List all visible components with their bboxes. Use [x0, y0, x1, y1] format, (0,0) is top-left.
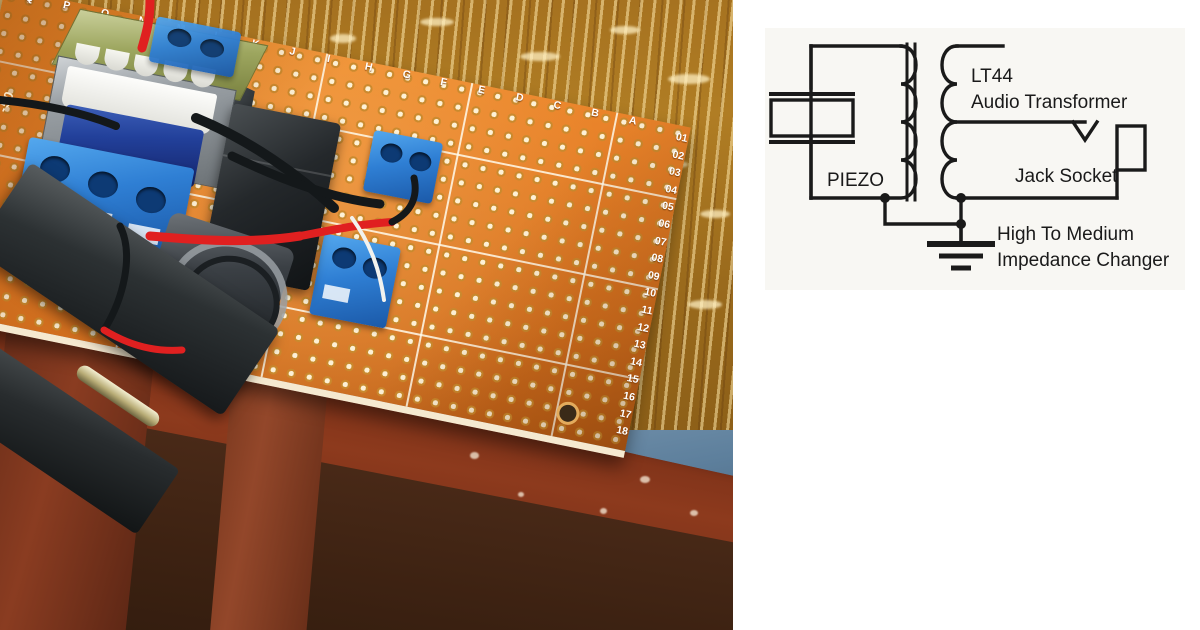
- black-wire-mid: [191, 113, 339, 213]
- wood-grain-fleck: [688, 300, 722, 309]
- wood-grain-fleck: [330, 34, 356, 43]
- wood-grain-fleck: [668, 74, 710, 84]
- junction-dot-secondary: [956, 193, 966, 203]
- plank-fleck: [690, 510, 698, 516]
- label-transformer-type: Audio Transformer: [971, 92, 1128, 113]
- label-purpose-line2: Impedance Changer: [997, 250, 1170, 271]
- label-jack-socket: Jack Socket: [1015, 166, 1118, 187]
- junction-dot-ground: [956, 219, 966, 229]
- schematic-svg: LT44 Audio Transformer PIEZO Jack Socket…: [765, 28, 1185, 290]
- black-wire-right: [388, 174, 419, 226]
- label-transformer-part: LT44: [971, 66, 1013, 87]
- circuit-schematic: LT44 Audio Transformer PIEZO Jack Socket…: [765, 28, 1185, 290]
- red-wire-lower: [100, 326, 186, 354]
- wire-primary-to-ground: [883, 196, 963, 226]
- label-purpose-line1: High To Medium: [997, 224, 1134, 245]
- junction-dot-primary: [880, 193, 890, 203]
- red-wire-right: [296, 218, 396, 240]
- jack-socket-contact: [1070, 119, 1100, 144]
- wood-grain-fleck: [520, 52, 560, 61]
- plank-fleck: [518, 492, 524, 497]
- wood-grain-fleck: [610, 26, 640, 34]
- jack-socket-body: [1115, 124, 1147, 172]
- plank-fleck: [600, 508, 607, 514]
- wood-grain-fleck: [420, 18, 454, 26]
- wiring-overlay: [0, 0, 419, 354]
- plank-fleck: [470, 452, 479, 459]
- white-wire: [350, 216, 386, 302]
- black-wire-lower-left: [100, 222, 130, 334]
- label-piezo: PIEZO: [827, 170, 884, 191]
- red-wire-mid: [145, 231, 305, 246]
- black-wire-left: [0, 96, 120, 130]
- black-wire-upper: [227, 151, 385, 209]
- red-wire-top: [137, 0, 155, 53]
- wood-grain-fleck: [700, 210, 730, 218]
- project-photo: QPONMLKJIHGFEDCBA 0102030405060708091011…: [0, 0, 733, 630]
- plank-fleck: [640, 476, 650, 483]
- ground-symbol: [927, 241, 995, 271]
